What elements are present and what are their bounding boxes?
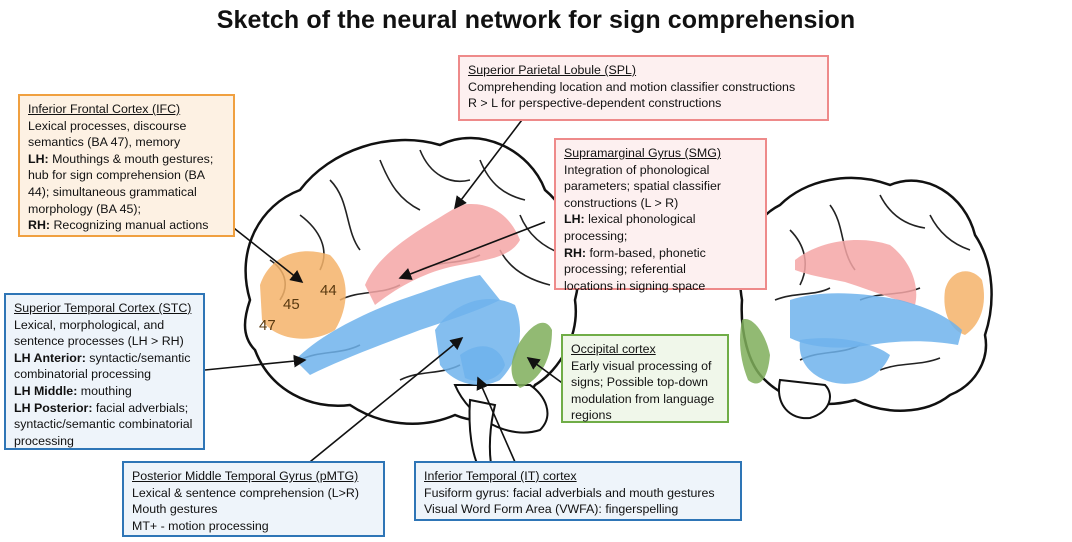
- stc-line: LH Anterior: syntactic/semantic: [14, 350, 191, 365]
- ifc-line: morphology (BA 45);: [28, 201, 141, 216]
- pmtg-line: Lexical & sentence comprehension (L>R): [132, 485, 359, 500]
- stc-heading: Superior Temporal Cortex (STC): [14, 301, 192, 315]
- it-line: Visual Word Form Area (VWFA): fingerspel…: [424, 502, 679, 517]
- smg-line: locations in signing space: [564, 278, 706, 293]
- occipital-box: Occipital cortex Early visual processing…: [561, 334, 729, 423]
- ifc-line: 44); simultaneous grammatical: [28, 184, 197, 199]
- arrow-ifc: [229, 224, 304, 283]
- it-heading: Inferior Temporal (IT) cortex: [424, 469, 577, 483]
- ba-45-label: 45: [283, 296, 300, 313]
- arrow-it: [476, 376, 516, 463]
- stc-line: sentence processes (LH > RH): [14, 334, 184, 349]
- ifc-line: semantics (BA 47), memory: [28, 135, 181, 150]
- right-mtg-region: [799, 338, 890, 384]
- smg-box: Supramarginal Gyrus (SMG) Integration of…: [554, 138, 767, 293]
- occipital-line: signs; Possible top-down: [571, 375, 709, 390]
- smg-line: processing;: [564, 228, 628, 243]
- arrow-pmtg: [299, 336, 464, 471]
- smg-line: Integration of phonological: [564, 162, 710, 177]
- spl-line: Comprehending location and motion classi…: [468, 79, 796, 94]
- left-brainstem: [468, 398, 497, 471]
- occipital-line: Early visual processing of: [571, 358, 712, 373]
- right-stc-region: [790, 293, 962, 348]
- occipital-line: regions: [571, 408, 612, 423]
- it-line: Fusiform gyrus: facial adverbials and mo…: [424, 485, 715, 500]
- right-ifc-region: [944, 271, 985, 335]
- figure-title: Sketch of the neural network for sign co…: [216, 6, 856, 34]
- left-occipital-region: [511, 322, 552, 388]
- it-box: Inferior Temporal (IT) cortex Fusiform g…: [414, 461, 742, 521]
- stc-line: Lexical, morphological, and: [14, 317, 165, 332]
- ifc-box: Inferior Frontal Cortex (IFC) Lexical pr…: [18, 94, 235, 237]
- stc-line: LH Posterior: facial adverbials;: [14, 400, 189, 415]
- left-stc-region: [295, 275, 500, 375]
- right-occipital-region: [740, 319, 770, 384]
- left-ifc-region: [260, 251, 346, 339]
- right-hemisphere: [739, 176, 993, 420]
- stc-line: syntactic/semantic combinatorial: [14, 417, 193, 432]
- smg-line: LH: lexical phonological: [564, 212, 696, 227]
- pmtg-line: Mouth gestures: [132, 502, 218, 517]
- ifc-line: RH: Recognizing manual actions: [28, 218, 209, 233]
- ifc-heading: Inferior Frontal Cortex (IFC): [28, 102, 181, 116]
- stc-line: LH Middle: mouthing: [14, 383, 132, 398]
- stc-line: processing: [14, 433, 74, 448]
- occipital-line: modulation from language: [571, 391, 715, 406]
- spl-box: Superior Parietal Lobule (SPL) Comprehen…: [458, 55, 829, 121]
- spl-line: R > L for perspective-dependent construc…: [468, 96, 722, 111]
- left-hemisphere: [243, 136, 580, 471]
- ba-44-label: 44: [320, 282, 337, 299]
- pmtg-box: Posterior Middle Temporal Gyrus (pMTG) L…: [122, 461, 385, 537]
- right-spl-region: [795, 240, 917, 305]
- pointer-arrows: [204, 111, 566, 471]
- smg-line: processing; referential: [564, 262, 686, 277]
- stc-line: combinatorial processing: [14, 367, 152, 382]
- ba-47-label: 47: [259, 317, 276, 334]
- smg-heading: Supramarginal Gyrus (SMG): [564, 146, 721, 160]
- smg-line: constructions (L > R): [564, 195, 679, 210]
- spl-heading: Superior Parietal Lobule (SPL): [468, 63, 637, 77]
- right-cerebellum: [778, 378, 831, 420]
- occipital-heading: Occipital cortex: [571, 342, 656, 356]
- arrow-spl: [454, 111, 529, 210]
- left-it-region: [460, 346, 505, 382]
- ifc-line: hub for sign comprehension (BA: [28, 168, 206, 183]
- arrow-stc: [204, 354, 307, 371]
- arrow-smg: [398, 221, 546, 280]
- ifc-line: LH: Mouthings & mouth gestures;: [28, 151, 214, 166]
- smg-line: RH: form-based, phonetic: [564, 245, 706, 260]
- ifc-line: Lexical processes, discourse: [28, 118, 187, 133]
- pmtg-line: MT+ - motion processing: [132, 518, 269, 533]
- stc-box: Superior Temporal Cortex (STC) Lexical, …: [4, 293, 205, 450]
- smg-line: parameters; spatial classifier: [564, 179, 722, 194]
- pmtg-heading: Posterior Middle Temporal Gyrus (pMTG): [132, 469, 359, 483]
- arrow-occipital: [526, 357, 566, 386]
